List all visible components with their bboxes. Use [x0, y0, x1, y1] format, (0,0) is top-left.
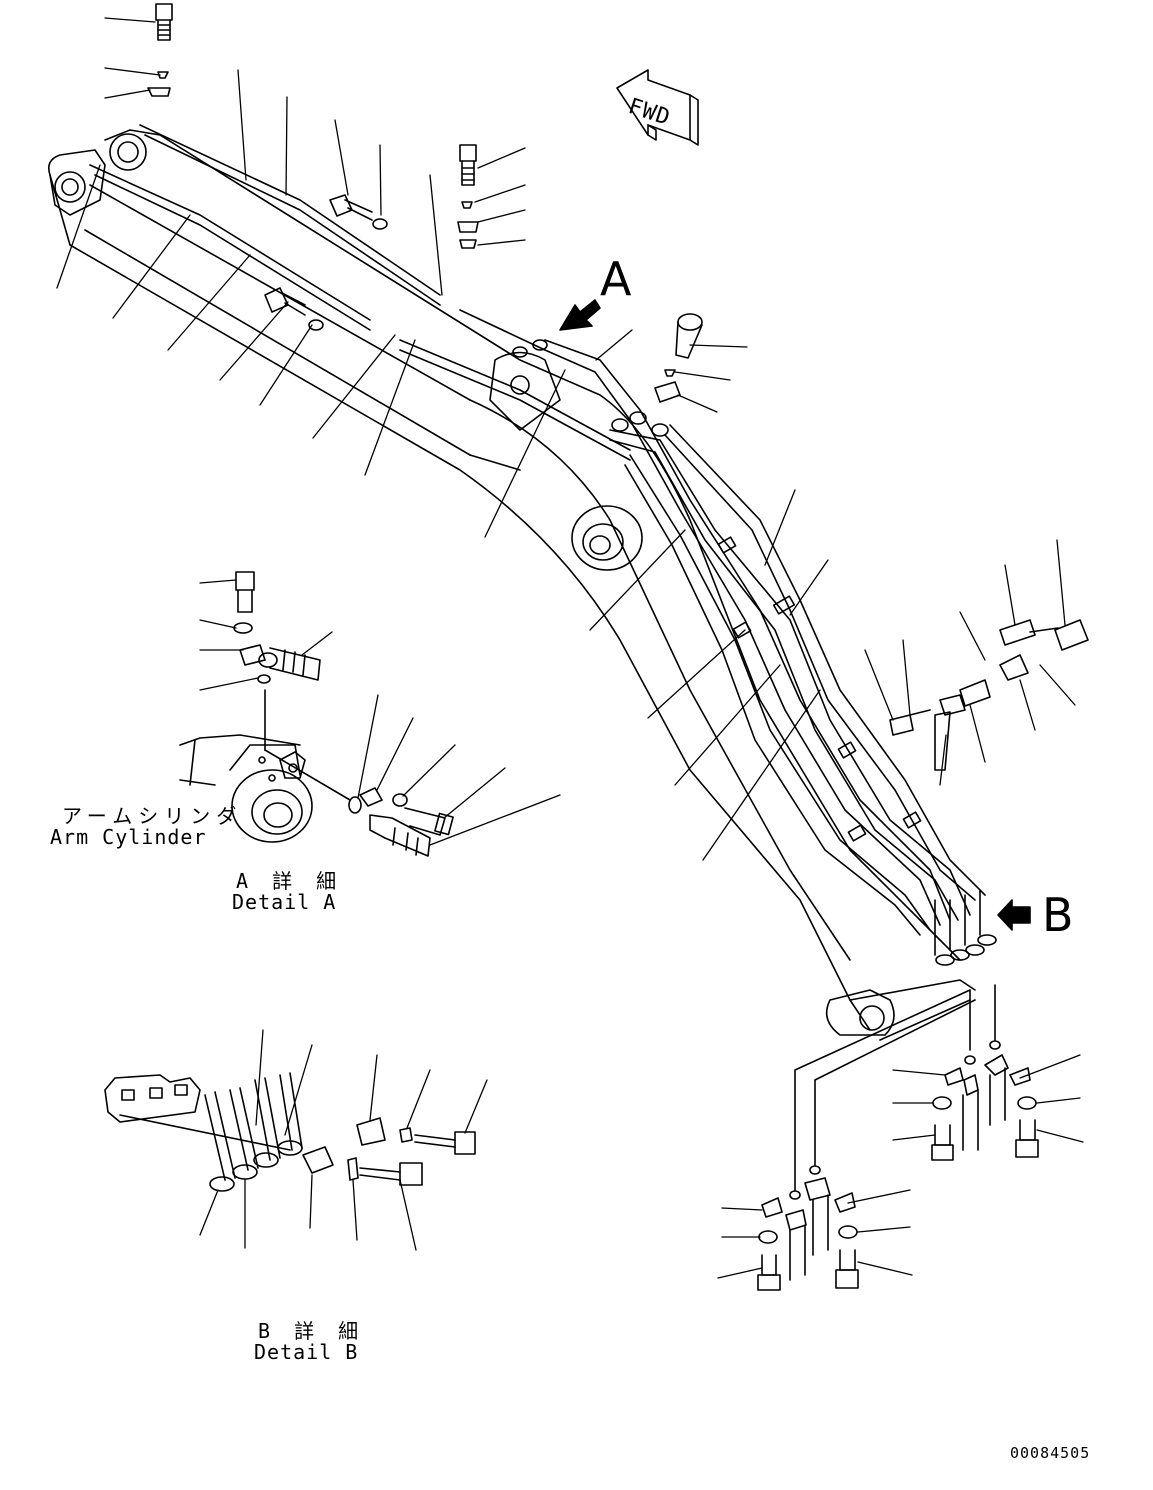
- boom-body: [47, 129, 976, 1041]
- bolt-left-lower: [264, 287, 324, 331]
- detail-b-label-jp: B 詳 細: [258, 1319, 365, 1343]
- fittings-right: [889, 619, 1089, 771]
- detail-b-label-en: Detail B: [254, 1340, 359, 1364]
- lower-hoses: [789, 984, 1001, 1200]
- hydraulic-pipes: [89, 124, 997, 966]
- fwd-arrow: [616, 69, 699, 146]
- arm-cylinder-label-en: Arm Cylinder: [50, 825, 207, 849]
- bolt-mid-top: [457, 144, 479, 249]
- bolt-upper-right: [654, 313, 703, 403]
- callout-a-arrow: [559, 299, 601, 331]
- arm-cylinder-label-jp: アームシリンダ: [62, 804, 243, 828]
- leader-lines: [56, 17, 1084, 1279]
- callout-b-label: B: [1042, 888, 1075, 942]
- lower-right-hardware: [757, 1054, 1039, 1291]
- bolt-left-upper: [329, 194, 388, 230]
- detail-b-drawing: [104, 1072, 476, 1192]
- detail-a-label-en: Detail A: [232, 890, 337, 914]
- callout-b-arrow: [997, 899, 1031, 931]
- drawing-number: 00084505: [1010, 1444, 1091, 1462]
- detail-a-label-jp: A 詳 細: [236, 869, 343, 893]
- bolt-top-left: [147, 3, 173, 97]
- detail-a-drawing: [179, 571, 454, 857]
- callout-a-label: A: [600, 252, 633, 306]
